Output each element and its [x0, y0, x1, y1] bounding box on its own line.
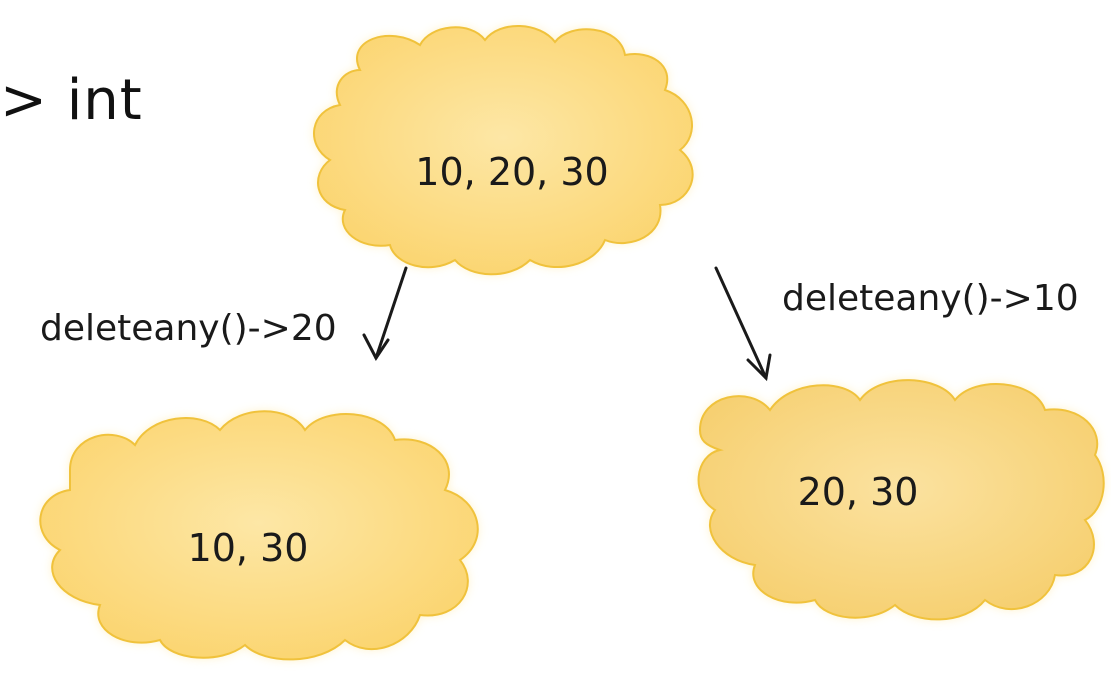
cloud-top-shape: [313, 25, 694, 276]
arrow-right-shaft: [714, 266, 768, 380]
cloud-top-label: 10, 20, 30: [415, 150, 609, 194]
cloud-left-label: 10, 30: [187, 526, 309, 570]
arrow-right: [714, 266, 772, 382]
arrow-left: [362, 266, 408, 361]
cloud-right-shape: [697, 379, 1105, 621]
heading-fragment: > int: [0, 68, 143, 133]
cloud-left-shape: [39, 410, 479, 661]
cloud-right: [697, 379, 1105, 621]
edge-right-label: deleteany()->10: [782, 278, 1079, 319]
cloud-right-label: 20, 30: [797, 470, 919, 514]
edge-left-label: deleteany()->20: [40, 308, 337, 349]
arrow-left-head: [362, 333, 390, 361]
arrow-left-shaft: [374, 266, 408, 360]
arrow-right-head: [746, 353, 772, 382]
cloud-left: [39, 410, 479, 661]
cloud-top: [313, 25, 694, 276]
